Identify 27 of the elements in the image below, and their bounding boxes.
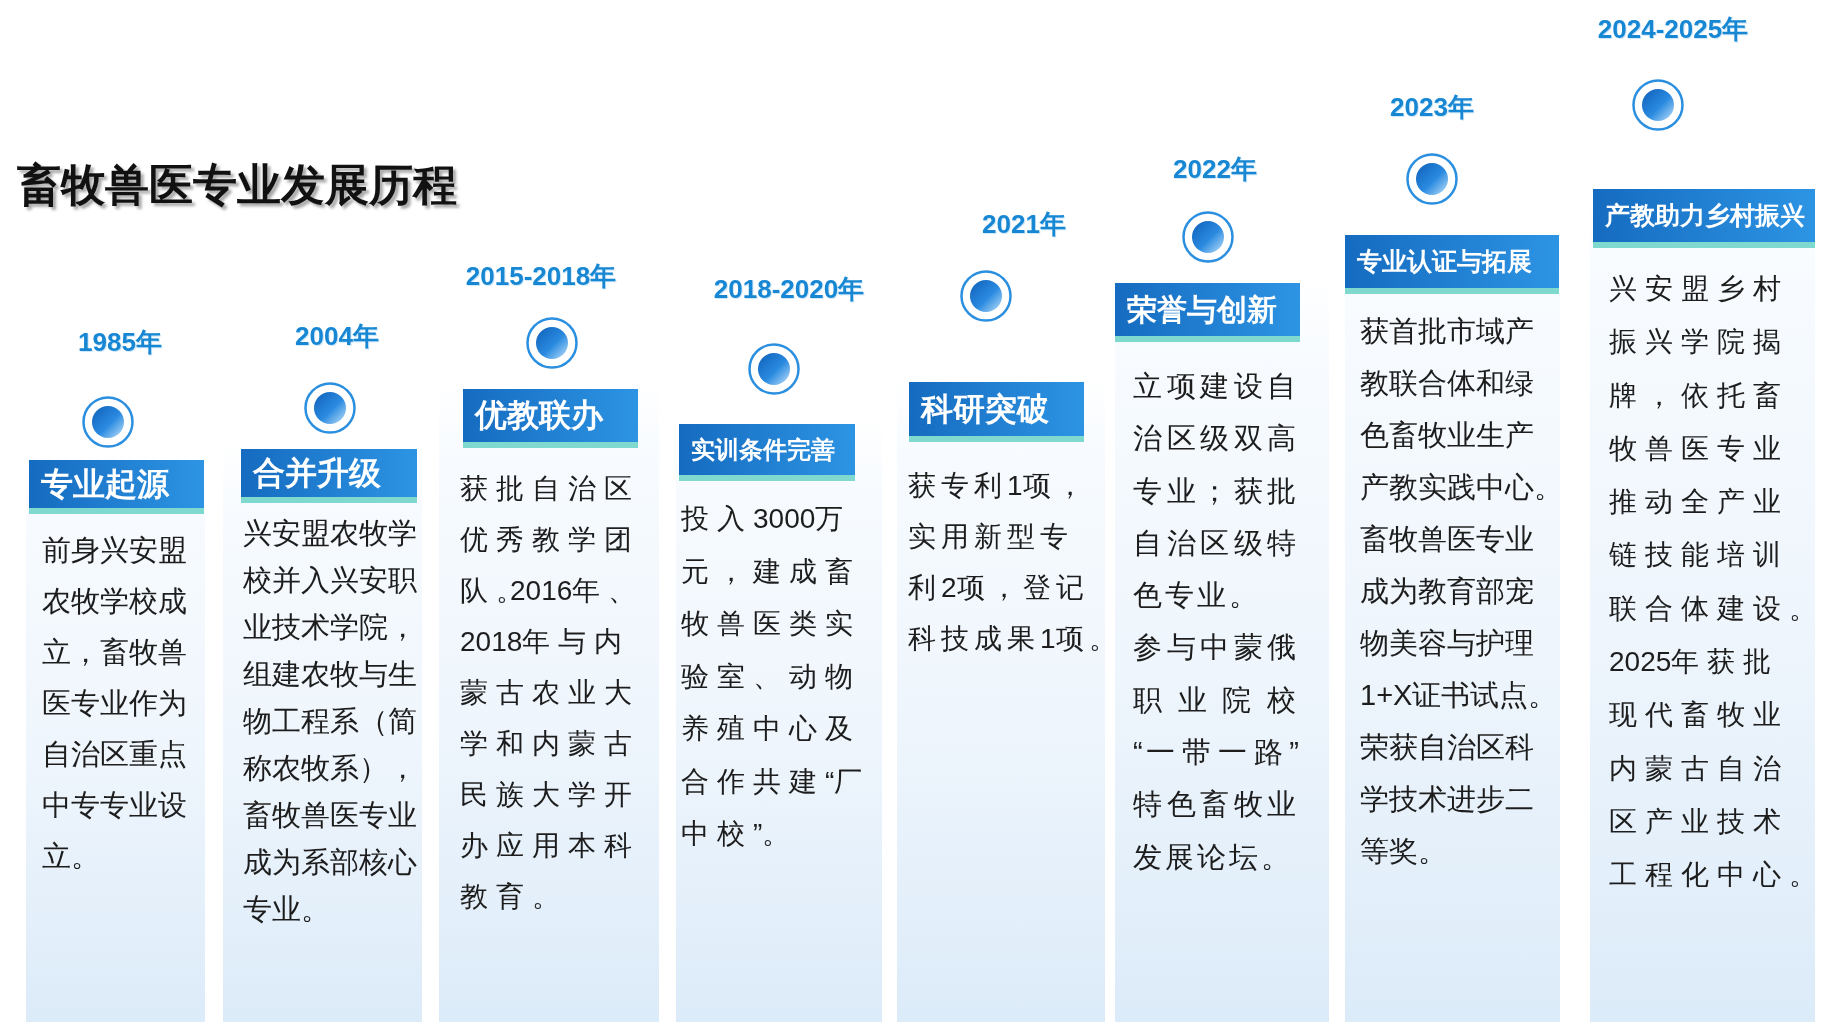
year-label: 2015-2018年 [465, 261, 617, 291]
heading-band: 优教联办 [463, 389, 638, 448]
year-label: 1985年 [78, 327, 162, 357]
year-label: 2022年 [1173, 154, 1257, 184]
heading-band: 合并升级 [241, 449, 417, 503]
heading-band: 专业认证与拓展 [1345, 235, 1559, 294]
year-label: 2024-2025年 [1597, 14, 1749, 44]
heading-band: 荣誉与创新 [1115, 283, 1300, 342]
year-label: 2023年 [1390, 92, 1474, 122]
heading-band: 专业起源 [29, 460, 204, 514]
description-text: 兴安盟乡村振兴学院揭牌，依托畜牧兽医专业推动全产业链技能培训联合体建设。 [1609, 272, 1804, 626]
diagram-title: 畜牧兽医专业发展历程 [17, 160, 457, 211]
heading-band: 科研突破 [909, 382, 1084, 442]
description-text: 获首批市域产教联合体和绿色畜牧业生产产教实践中心。 [1360, 314, 1550, 505]
year-label: 2021年 [982, 209, 1066, 239]
description-text: 兴安盟农牧学校并入兴安职业技术学院，组建农牧与生物工程系（简称农牧系），畜牧兽医专业成为系部核心专业。 [243, 516, 418, 927]
year-label: 2004年 [295, 321, 379, 351]
description-text: 参与中蒙俄职业院校“一带一路”特色畜牧业发展论坛。 [1133, 630, 1299, 875]
heading-band: 实训条件完善 [679, 424, 855, 481]
heading-band: 产教助力乡村振兴 [1593, 189, 1815, 248]
description-text: 2025年获批现代畜牧业内蒙古自治区产业技术工程化中心。 [1609, 645, 1804, 893]
description-text: 荣获自治区科学技术进步二等奖。 [1360, 730, 1535, 869]
year-label: 2018-2020年 [713, 274, 865, 304]
description-text: 畜牧兽医专业成为教育部宠物美容与护理1+X证书试点。 [1360, 522, 1544, 713]
description-text: 立项建设自治区级双高专业；获批自治区级特色专业。 [1133, 369, 1299, 614]
description-text: 前身兴安盟农牧学校成立，畜牧兽医专业作为自治区重点中专专业设立。 [42, 533, 188, 874]
description-text: 获批自治区优秀教学团队。2016年、2018年与内蒙古农业大学和内蒙古民族大学开办应用本科教育。 [460, 472, 646, 914]
